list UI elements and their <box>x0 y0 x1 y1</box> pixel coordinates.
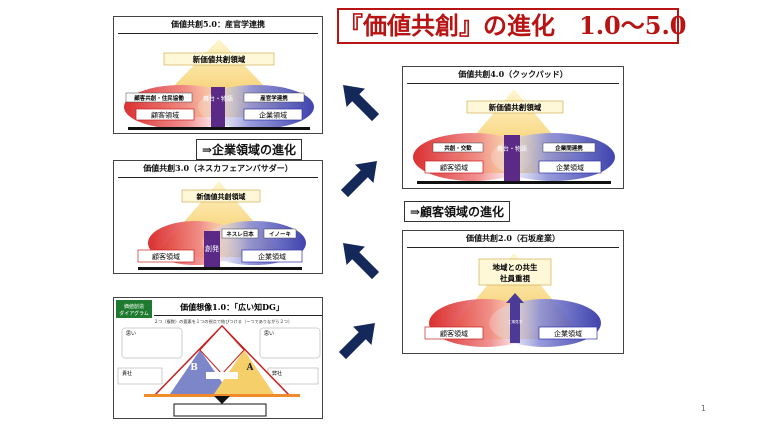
tag1: ネスレ日本 <box>226 230 254 238</box>
customer-box <box>424 326 484 340</box>
label-a: A <box>246 363 255 373</box>
cocreation-diagram: 新価値共創領域 舞台・物語 顧客共創・住民協働 産官学連携 顧客領域 企業領域 <box>124 39 314 130</box>
page-title: 『価値共創』の進化 1.0～5.0 <box>337 8 687 44</box>
right-tag: 企業間連携 <box>554 144 583 152</box>
arrow-2-to-3-icon <box>343 243 380 280</box>
customer-label: 顧客領域 <box>151 111 179 120</box>
panel-value-cocreation-2: 価値共創2.0（石坂産業） 地域との共生 社員重視 工場見学 顧客領域 企業領域 <box>402 230 624 354</box>
left-tag: 顧客共創・住民協働 <box>134 94 184 102</box>
divider <box>154 315 322 316</box>
right-tag-box <box>243 92 305 103</box>
cocreation-diagram: 新価値共創領域 創発 ネスレ日本 イノーキ 顧客領域 企業領域 <box>137 181 306 270</box>
new-domain-label: 新価値共創領域 <box>489 102 542 112</box>
new-domain-label: 新価値共創領域 <box>197 192 246 201</box>
arrow-1-to-2-icon <box>338 323 375 360</box>
company-label: 企業領域 <box>554 329 582 338</box>
new-domain-label: 新価値共創領域 <box>193 54 246 64</box>
panel-title: 価値共創4.0（クックパッド） <box>458 69 568 79</box>
center-label: 舞台・物語 <box>497 145 527 153</box>
up-arrow-icon <box>506 293 524 343</box>
left-tag: 共創・交歓 <box>444 144 472 152</box>
divider <box>118 177 318 178</box>
triangle-a <box>214 350 274 394</box>
customer-label: 顧客領域 <box>440 329 468 338</box>
right-tag: 産官学連携 <box>260 94 288 102</box>
customer-box <box>424 160 484 174</box>
callout-customer-evolution: ⇒顧客領域の進化 <box>404 201 511 222</box>
subtitle: ２つ（複数）の要素を１つの視点で結びつける（ーつでありながら２つ） <box>154 318 292 325</box>
center-bar <box>504 135 520 181</box>
company-label: 企業領域 <box>556 163 584 172</box>
cocreation-diagram: 地域との共生 社員重視 工場見学 顧客領域 企業領域 <box>424 253 601 347</box>
new-domain-line1: 地域との共生 <box>493 262 538 272</box>
arrow-4-to-5-icon <box>343 85 380 122</box>
customer-label: 顧客領域 <box>440 163 468 172</box>
left-tag-box <box>125 92 193 103</box>
company-box <box>243 108 303 121</box>
omoi-left-box <box>121 327 183 359</box>
company-ellipse <box>489 299 601 347</box>
company-box <box>538 326 598 340</box>
new-domain-box <box>181 189 261 203</box>
panel-title: 価値共創3.0（ネスカフェアンバサダー） <box>143 163 293 173</box>
customer-label: 顧客領域 <box>152 252 180 261</box>
triangle-b <box>170 350 230 394</box>
tag2: イノーキ <box>269 231 292 238</box>
center-bar <box>204 231 220 267</box>
divider <box>118 33 318 34</box>
cocreation-diagram: 新価値共創領域 舞台・物語 共創・交歓 企業間連携 顧客領域 企業領域 <box>413 89 615 184</box>
badge-line2: ダイアグラム <box>119 310 149 317</box>
kisha-label: 貴社 <box>122 370 132 377</box>
center-label: 創発 <box>205 244 219 253</box>
new-domain-box <box>478 258 552 286</box>
company-box <box>538 160 602 174</box>
new-domain-line2: 社員重視 <box>499 273 530 283</box>
panel-value-cocreation-5: 価値共創5.0：産官学連携 新価値共創領域 舞台・物語 顧客共創・住民協働 産官… <box>113 16 323 134</box>
new-domain-box <box>466 100 564 114</box>
kisha-box <box>117 367 163 385</box>
company-label: 企業領域 <box>258 252 286 261</box>
center-label: 工場見学 <box>508 319 523 324</box>
right-tag-box <box>542 142 596 153</box>
omoi-right-box <box>259 327 321 359</box>
new-domain-box <box>163 52 275 66</box>
left-tag-box <box>432 142 484 153</box>
omoi-right-label: 思い <box>264 331 274 337</box>
panel-title: 価値想像1.0：「広い知DG」 <box>179 302 284 312</box>
panel-value-cocreation-4: 価値共創4.0（クックパッド） 新価値共創領域 舞台・物語 共創・交歓 企業間連… <box>402 66 624 189</box>
center-label: 舞台・物語 <box>203 95 233 103</box>
badge-line1: 価値創造 <box>124 303 144 310</box>
company-box <box>241 249 303 263</box>
base-bar <box>417 181 611 184</box>
base-bar <box>128 127 310 130</box>
arrow-3-to-4-icon <box>340 161 377 198</box>
callout-company-evolution: ⇒企業領域の進化 <box>196 139 303 160</box>
down-arrow-icon <box>214 396 230 404</box>
label-b: B <box>190 363 198 373</box>
value-creation-diagram: 価値創造 ダイアグラム 価値想像1.0：「広い知DG」 ２つ（複数）の要素を１つ… <box>116 300 322 417</box>
center-blank <box>206 372 238 379</box>
customer-box <box>137 249 195 263</box>
badge <box>116 300 152 318</box>
tag2-box <box>263 228 297 239</box>
heisha-label: 弊社 <box>272 370 282 377</box>
divider <box>407 83 619 84</box>
company-label: 企業領域 <box>259 111 287 120</box>
tag1-box <box>221 228 259 239</box>
page-number: 1 <box>700 404 706 413</box>
panel-title: 価値共創2.0（石坂産業） <box>466 233 560 243</box>
divider <box>407 247 619 248</box>
center-bar <box>211 87 225 129</box>
panel-value-imagination-1: 価値創造 ダイアグラム 価値想像1.0：「広い知DG」 ２つ（複数）の要素を１つ… <box>113 297 323 419</box>
panel-title: 価値共創5.0：産官学連携 <box>171 19 265 29</box>
panel-value-cocreation-3: 価値共創3.0（ネスカフェアンバサダー） 新価値共創領域 創発 ネスレ日本 イノ… <box>113 160 323 274</box>
base-stripe <box>144 394 300 397</box>
base-bar <box>138 267 302 270</box>
omoi-left-label: 思い <box>126 331 136 337</box>
result-box <box>173 403 267 417</box>
customer-box <box>135 108 195 121</box>
